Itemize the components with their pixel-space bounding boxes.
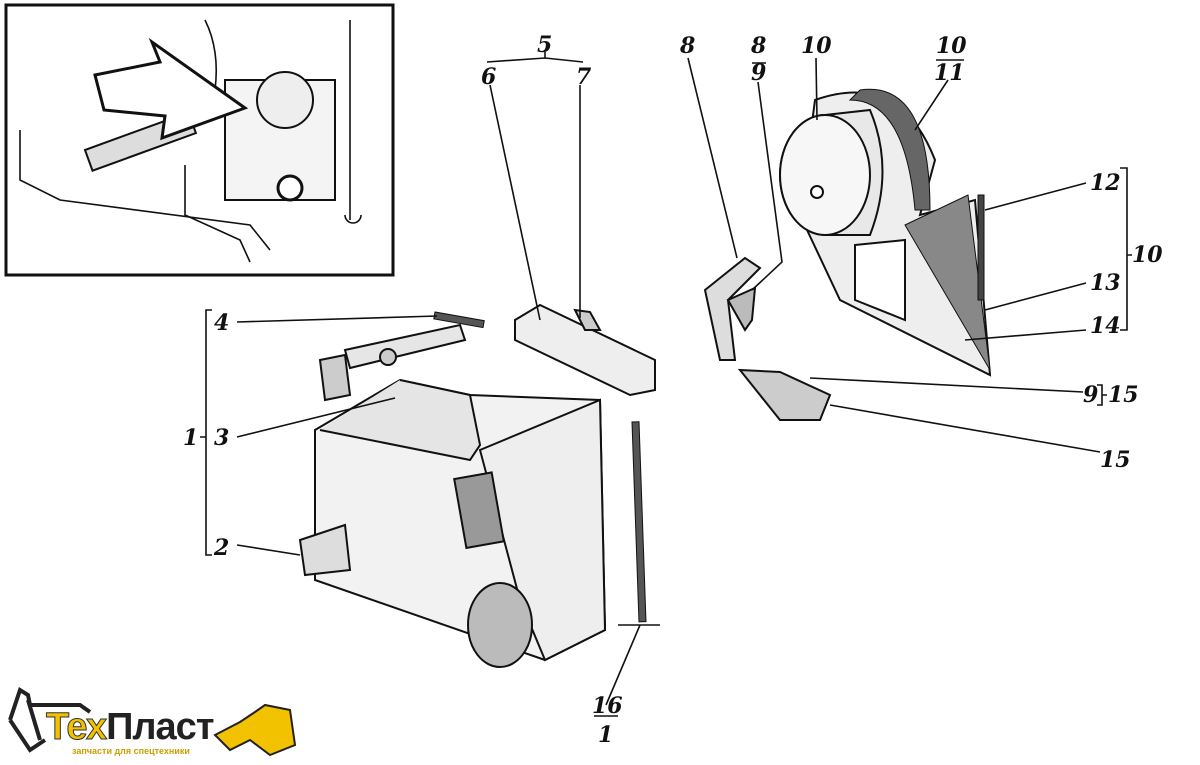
logo-brand-part2: Пласт <box>106 706 214 748</box>
label-13: 13 <box>1090 270 1121 296</box>
label-7: 7 <box>576 64 592 90</box>
label-16-over-1-top: 16 <box>592 693 623 719</box>
logo-brand-part1: Тех <box>45 706 107 749</box>
leader-lines <box>200 52 1132 717</box>
label-2: 2 <box>213 535 229 561</box>
logo-icon <box>8 686 297 757</box>
seal-part-16 <box>631 421 647 623</box>
label-1: 1 <box>183 425 198 451</box>
label-16-over-1-bottom: 1 <box>598 722 613 748</box>
logo-tagline: запчасти для спецтехники <box>72 746 190 756</box>
heater-housing <box>298 323 607 668</box>
label-12: 12 <box>1090 170 1121 196</box>
inset-installation-view <box>4 3 395 277</box>
arrow-indicator <box>93 37 249 141</box>
label-15-group: 15 <box>1108 382 1139 408</box>
label-10-group: 10 <box>1132 242 1163 268</box>
label-10-over-11-top: 10 <box>936 33 967 59</box>
label-8-over-9-bottom: 9 <box>751 60 766 86</box>
clamp-parts <box>703 256 832 421</box>
logo-brand: ТехПласт <box>45 706 214 749</box>
blower-assembly <box>779 88 992 377</box>
label-15: 15 <box>1100 447 1131 473</box>
mounting-brackets <box>514 303 656 397</box>
label-8: 8 <box>679 33 695 59</box>
label-9-group: 9 <box>1083 382 1098 408</box>
label-3: 3 <box>214 425 229 451</box>
label-6: 6 <box>481 64 496 90</box>
label-8-over-9-top: 8 <box>750 33 766 59</box>
label-14: 14 <box>1090 313 1121 339</box>
label-4: 4 <box>214 310 229 336</box>
seal-part-12 <box>977 194 985 301</box>
label-10-over-11-bottom: 11 <box>934 60 965 86</box>
label-5: 5 <box>537 32 552 58</box>
label-10: 10 <box>801 33 832 59</box>
